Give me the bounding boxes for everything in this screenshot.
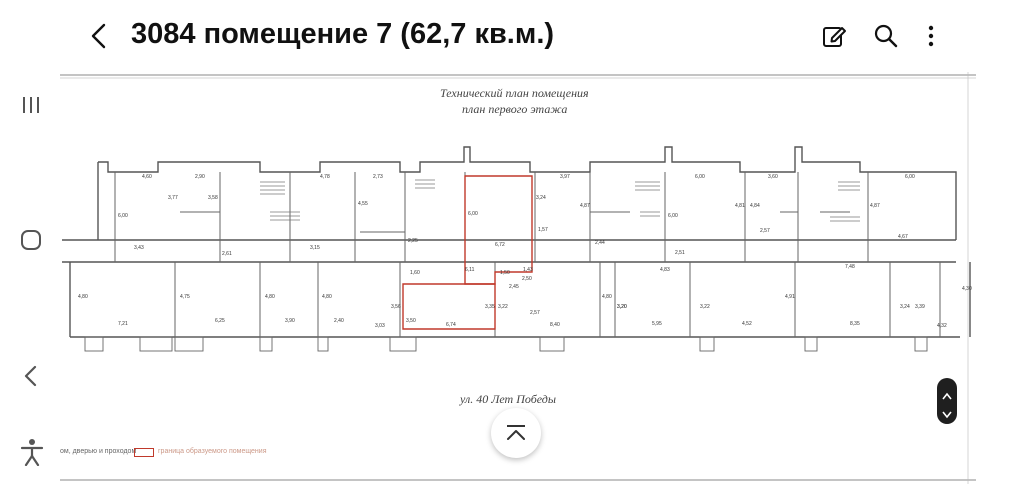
dimension-label: 4,91 [785,294,795,300]
more-vertical-icon[interactable] [924,23,938,49]
scroll-handle[interactable] [937,378,957,424]
dimension-label: 4,83 [660,267,670,273]
home-icon[interactable] [20,229,42,251]
dimension-label: 4,32 [937,323,947,329]
dimension-label: 1,43 [523,267,533,273]
dimension-label: 8,40 [550,322,560,328]
street-label: ул. 40 Лет Победы [460,392,556,406]
dimension-label: 3,24 [900,304,910,310]
dimension-label: 4,87 [580,203,590,209]
dimension-label: 8,35 [850,321,860,327]
dimension-label: 2,73 [373,174,383,180]
legend-text-boundary: граница образуемого помещения [158,448,267,455]
system-nav-rail [0,72,62,484]
dimension-label: 2,61 [222,251,232,257]
dimension-label: 2,50 [522,276,532,282]
dimension-label: 4,81 [735,203,745,209]
dimension-label: 3,24 [536,195,546,201]
dimension-label: 3,22 [700,304,710,310]
dimension-label: 3,56 [391,304,401,310]
back-icon[interactable] [22,364,40,388]
dimension-label: 1,60 [410,270,420,276]
dimension-label: 3,43 [134,245,144,251]
dimension-label: 3,22 [498,304,508,310]
dimension-label: 3,15 [310,245,320,251]
dimension-label: 3,35 [485,304,495,310]
dimension-label: 4,80 [602,294,612,300]
dimension-label: 2,57 [530,310,540,316]
edit-icon[interactable] [822,23,848,49]
floor-plan-drawing: 4,60 2,90 4,78 2,73 3,97 6,00 3,60 6,00 … [60,72,976,484]
dimension-label: 4,55 [358,201,368,207]
app-bar: 3084 помещение 7 (62,7 кв.м.) [0,0,1022,72]
dimension-label: 6,00 [118,213,128,219]
plan-title: Технический план помещения [440,86,589,100]
dimension-label: 3,60 [768,174,778,180]
dimension-label: 3,90 [285,318,295,324]
dimension-label: 5,95 [652,321,662,327]
dimension-label: 4,87 [870,203,880,209]
dimension-label: 7,48 [845,264,855,270]
dimension-label: 6,74 [446,322,456,328]
page-title: 3084 помещение 7 (62,7 кв.м.) [131,18,555,50]
dimension-label: 4,75 [180,294,190,300]
dimension-label: 2,57 [760,228,770,234]
dimension-label: 3,20 [617,304,627,310]
dimension-label: 3,39 [915,304,925,310]
dimension-label: 3,20 [617,304,627,310]
dimension-label: 1,57 [538,227,548,233]
dimension-label: 6,00 [468,211,478,217]
recents-icon[interactable] [20,94,42,116]
dimension-label: 4,80 [322,294,332,300]
caret-up-icon [942,387,952,400]
dimension-label: 4,30 [962,286,972,292]
dimension-label: 6,25 [215,318,225,324]
legend-swatch [134,448,154,457]
caret-down-icon [942,406,952,419]
dimension-label: 6,00 [668,213,678,219]
dimension-label: 1,50 [500,270,510,276]
dimension-label: 6,72 [495,242,505,248]
dimension-label: 3,58 [208,195,218,201]
dimension-label: 4,78 [320,174,330,180]
dimension-label: 2,25 [408,238,418,244]
dimension-label: 4,67 [898,234,908,240]
dimension-label: 6,00 [905,174,915,180]
dimension-label: 2,40 [334,318,344,324]
dimension-label: 3,03 [375,323,385,329]
dimension-label: 4,52 [742,321,752,327]
dimension-label: 3,50 [406,318,416,324]
plan-subtitle: план первого этажа [462,102,568,116]
legend-text: ом, дверью и проходом [60,448,137,455]
dimension-label: 3,97 [560,174,570,180]
dimension-label: 7,21 [118,321,128,327]
search-icon[interactable] [873,23,899,49]
dimension-label: 4,80 [78,294,88,300]
dimension-label: 4,60 [142,174,152,180]
dimension-label: 2,44 [595,240,605,246]
dimension-label: 2,51 [675,250,685,256]
chevron-left-icon[interactable] [88,22,112,50]
collapse-button[interactable] [491,408,541,458]
dimension-label: 3,77 [168,195,178,201]
dimension-label: 6,00 [695,174,705,180]
chevron-up-icon [505,424,527,442]
accessibility-icon[interactable] [20,438,44,467]
dimension-label: 6,11 [465,267,475,273]
dimension-label: 2,45 [509,284,519,290]
dimension-label: 2,90 [195,174,205,180]
dimension-label: 4,80 [265,294,275,300]
dimension-label: 4,84 [750,203,760,209]
